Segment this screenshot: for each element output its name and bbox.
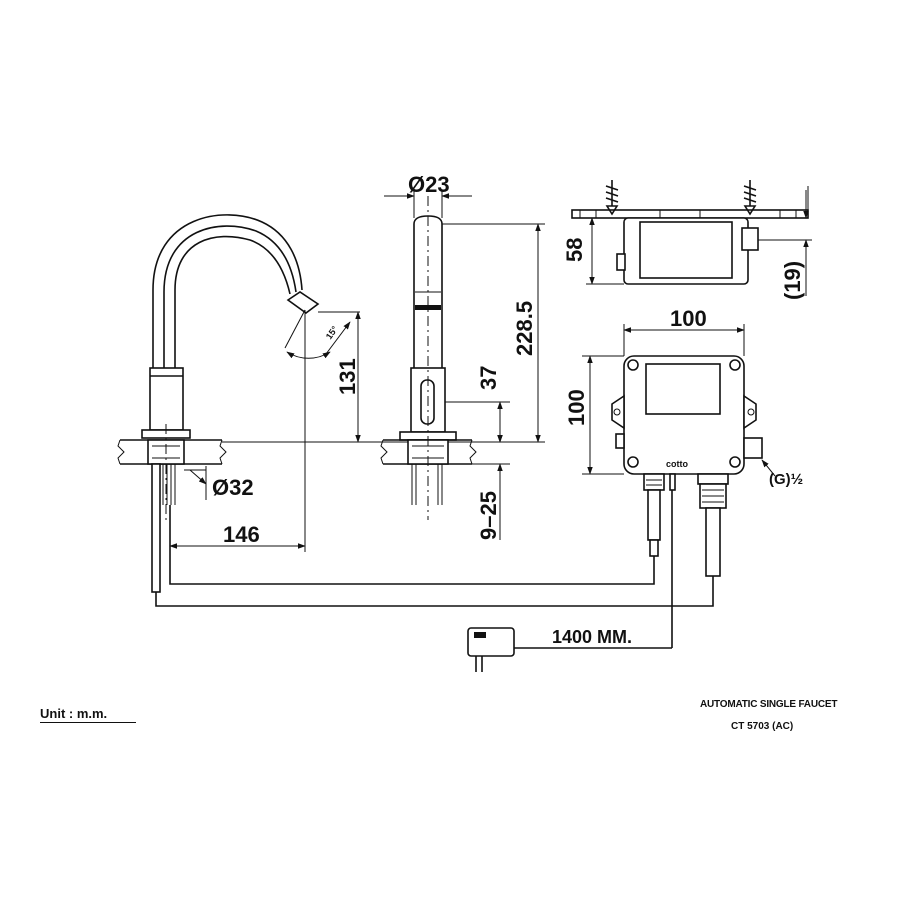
inlet-thread-value: (G)½ bbox=[769, 471, 803, 488]
power-adapter bbox=[467, 627, 672, 672]
spout-height-dimension: 228.5 bbox=[442, 223, 545, 443]
control-box-side-view bbox=[571, 180, 809, 285]
deck-thickness-dimension: 9–25 bbox=[472, 420, 510, 540]
inlet-offset-dimension: (19) bbox=[758, 186, 812, 300]
spout-diameter-dimension: Ø23 bbox=[384, 172, 472, 218]
inlet-offset-value: (19) bbox=[780, 261, 805, 300]
angle-dimension: 15° bbox=[284, 309, 351, 360]
inlet-thread-label: (G)½ bbox=[761, 459, 803, 488]
box-height-dimension: 100 bbox=[564, 355, 624, 475]
control-box-front-view: cotto bbox=[611, 355, 763, 577]
box-depth-dimension: 58 bbox=[562, 217, 624, 285]
front-view-faucet bbox=[380, 196, 477, 520]
outlet-height-dimension: 131 bbox=[318, 311, 361, 443]
box-width-value: 100 bbox=[670, 306, 707, 331]
box-depth-value: 58 bbox=[562, 238, 587, 262]
reach-value: 146 bbox=[223, 522, 260, 547]
side-view-faucet bbox=[117, 214, 320, 593]
base-diameter-value: Ø32 bbox=[212, 475, 254, 500]
sensor-height-dimension: 37 bbox=[445, 366, 510, 443]
box-width-dimension: 100 bbox=[623, 306, 745, 356]
reach-dimension: 146 bbox=[169, 360, 306, 552]
spout-diameter-value: Ø23 bbox=[408, 172, 450, 197]
model-number: CT 5703 (AC) bbox=[731, 721, 794, 732]
connection-hoses bbox=[155, 490, 714, 648]
base-diameter-dimension: Ø32 bbox=[184, 466, 254, 500]
brand-mark: cotto bbox=[666, 459, 688, 469]
outlet-height-value: 131 bbox=[335, 358, 360, 395]
product-name: AUTOMATIC SINGLE FAUCET bbox=[700, 699, 838, 710]
deck-thickness-value: 9–25 bbox=[476, 491, 501, 540]
cable-length-value: 1400 MM. bbox=[552, 627, 632, 647]
sensor-height-value: 37 bbox=[476, 366, 501, 390]
unit-label: Unit : m.m. bbox=[40, 706, 136, 723]
spout-height-value: 228.5 bbox=[512, 301, 537, 356]
box-height-value: 100 bbox=[564, 389, 589, 426]
